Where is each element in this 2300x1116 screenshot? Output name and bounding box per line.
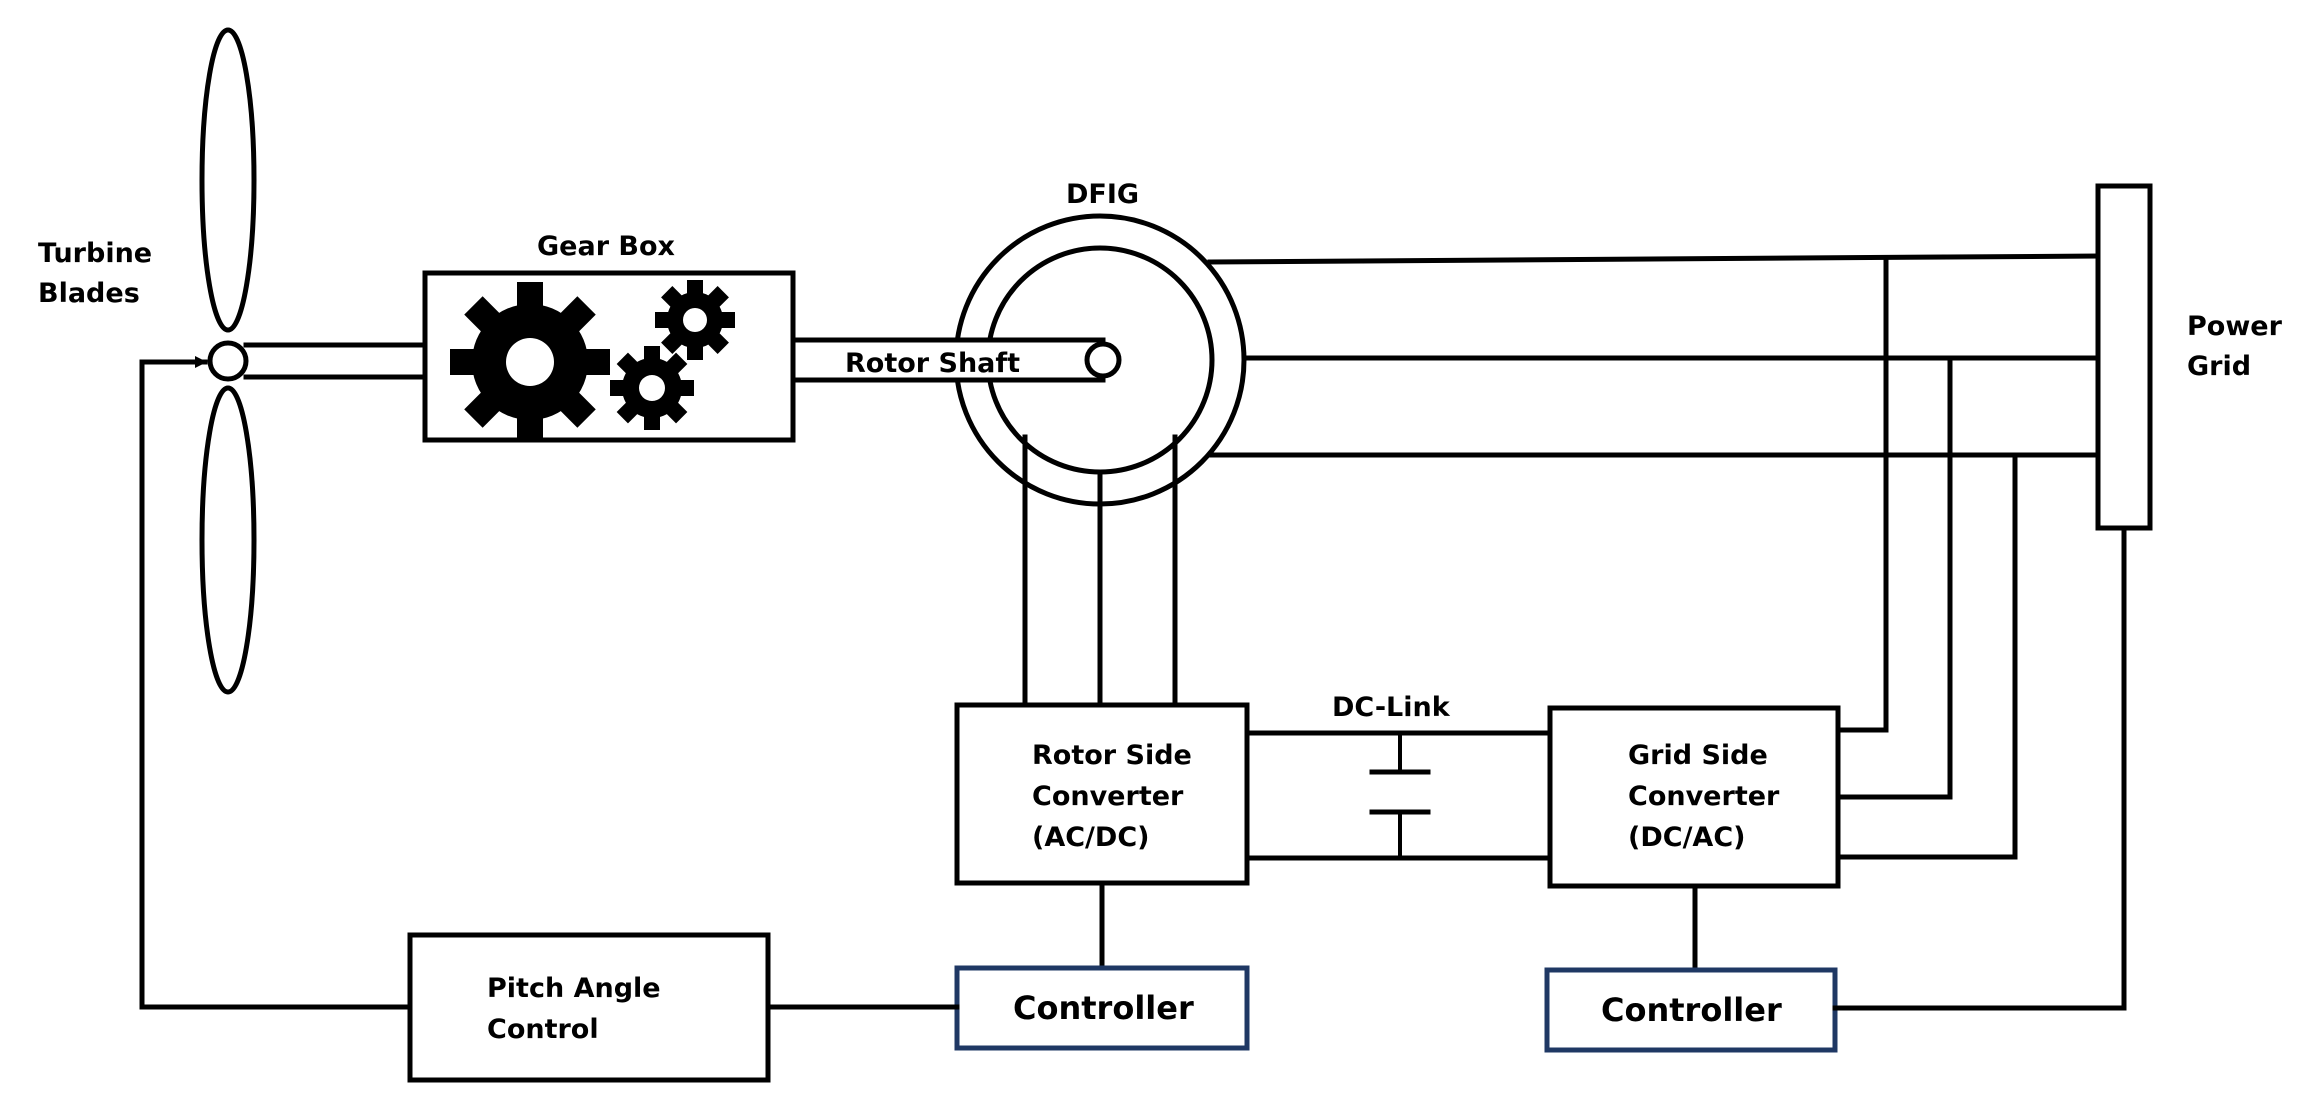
grid-controller-label: Controller [1601,991,1782,1029]
gsc-label-2: Converter [1628,781,1780,812]
rotor-side-converter [954,702,1250,886]
power-grid-bus [2095,183,2153,531]
rsc-label-2: Converter [1032,781,1184,812]
gsc-label-3: (DC/AC) [1628,822,1745,853]
arrow-icon [139,356,413,1010]
gear-icon [450,282,610,442]
gsc-label-1: Grid Side [1628,740,1768,771]
pitch-angle-control [407,932,771,1083]
dc-link-label: DC-Link [1332,692,1451,723]
gsc-grid-line-2 [1835,355,1953,800]
rotor-shaft-end [1084,341,1122,379]
capacitor-icon [1369,733,1431,858]
grid-feedback-line [1832,525,2127,1011]
turbine-blades [199,27,257,695]
rsc-label-1: Rotor Side [1032,740,1192,771]
lower-blade [199,385,257,695]
gear-icon [610,346,694,430]
rotor-controller-label: Controller [1013,989,1194,1027]
power-grid-label-2: Grid [2187,351,2251,382]
power-grid-label-1: Power [2187,311,2283,342]
pitch-label-2: Control [487,1014,599,1045]
gear-icon [655,280,735,360]
turbine-blades-label-1: Turbine [38,238,152,269]
pitch-label-1: Pitch Angle [487,973,661,1004]
rotor-shaft-label: Rotor Shaft [845,348,1020,379]
turbine-hub [207,340,249,382]
upper-blade [199,27,257,333]
dfig-label: DFIG [1066,179,1139,210]
grid-side-converter [1547,705,1841,889]
gsc-grid-line-1 [1835,259,1889,733]
gsc-grid-line-3 [1835,452,2018,860]
rotor-shaft [790,337,1106,383]
gear-box-label: Gear Box [537,231,675,262]
turbine-blades-label-2: Blades [38,278,140,309]
rotor-side-controller [954,965,1250,1051]
grid-side-controller [1544,967,1838,1053]
stator-line-1 [1207,253,2101,265]
rsc-label-3: (AC/DC) [1032,822,1149,853]
